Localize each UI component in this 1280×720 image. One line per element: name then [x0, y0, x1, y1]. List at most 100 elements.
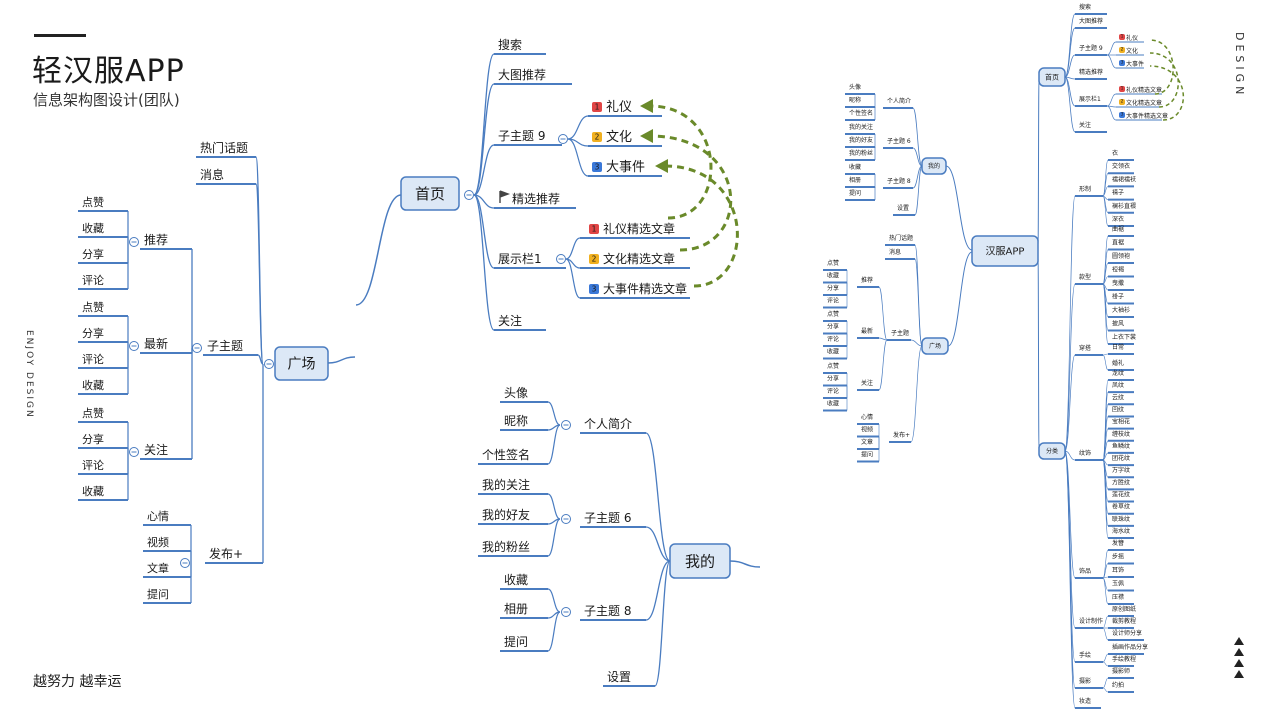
plaza-sub-topic: 子主题	[207, 339, 243, 353]
overview-sub9-connector	[1106, 41, 1117, 56]
overview-plaza-publish: 发布+	[893, 431, 910, 439]
plaza-top-item-0: 热门话题	[200, 140, 248, 155]
overview-category-leaf-3-7: 团花纹	[1112, 454, 1130, 462]
overview-category-group-connector	[1064, 450, 1076, 629]
dashed-arrow-2-arrowhead	[640, 129, 653, 143]
overview-category-leaf-4-0: 发簪	[1112, 539, 1124, 547]
overview-category-leaf-3-0: 龙纹	[1112, 369, 1124, 377]
overview-category-group-1: 款型	[1079, 273, 1091, 281]
overview-mine-leaf-0-1: 昵称	[849, 96, 861, 104]
home-sub9-badge-0	[592, 102, 602, 112]
overview-plaza-publish-connector	[910, 345, 923, 443]
mine-leaf-connector	[547, 424, 561, 465]
overview-category-leaf-connector	[1102, 563, 1109, 579]
overview-category-leaf-3-2: 云纹	[1112, 393, 1124, 401]
overview-category-leaf-3-8: 万字纹	[1112, 466, 1130, 474]
side-label-left: ENJOY DESIGN	[24, 330, 34, 419]
home-root-box	[400, 176, 460, 211]
plaza-leaf-2-3: 收藏	[82, 484, 104, 498]
overview-dashed-arrow	[1149, 39, 1174, 95]
overview-home-sub9-0: 礼仪	[1126, 34, 1138, 42]
overview-home-show-0: 礼仪精选文章	[1126, 86, 1162, 94]
mine-leaf-1-0: 我的关注	[482, 477, 530, 492]
mine-leaf-1-2: 我的粉丝	[482, 539, 530, 554]
overview-root: 汉服APP	[986, 246, 1025, 258]
home-show-1: 文化精选文章	[603, 251, 675, 266]
overview-category-leaf-connector	[1102, 195, 1109, 227]
overview-category-leaf-1-8: 上衣下裳	[1112, 333, 1136, 341]
overview-home-sub9-badge-0-number: 1	[1121, 34, 1124, 40]
home-show-2: 大事件精选文章	[603, 281, 687, 296]
home-show-badge-1	[589, 254, 599, 264]
plaza-leaf-0-2: 分享	[82, 247, 104, 261]
mine-leaf-connector	[547, 401, 561, 426]
plaza-leaf-1-0: 点赞	[82, 301, 104, 314]
overview-category-leaf-0-0: 衣	[1112, 149, 1118, 157]
mine-leaf-connector	[547, 518, 561, 557]
plaza-publish-item-0: 心情	[147, 510, 169, 523]
home-sub9-badge-1-number: 2	[595, 133, 600, 142]
mine-leaf-connector	[547, 611, 561, 652]
overview-plaza: 广场	[929, 342, 941, 350]
home-connector	[473, 144, 495, 196]
overview-category-group-connector	[1064, 283, 1076, 452]
overview-category-leaf-4-1: 步摇	[1112, 553, 1124, 561]
plaza-top-connector	[255, 183, 264, 365]
overview-category-leaf-1-2: 圆领袍	[1112, 252, 1130, 260]
home-item-5: 关注	[498, 313, 522, 328]
overview-category-leaf-1-1: 直裾	[1112, 239, 1124, 247]
overview-home-show-badge-2-number: 3	[1121, 112, 1124, 118]
overview-category-leaf-5-0: 原创图纸	[1112, 605, 1136, 613]
overview-category-leaf-connector	[1102, 687, 1109, 693]
overview-home-item-4: 展示栏1	[1079, 95, 1101, 103]
mine-leaf-connector	[547, 588, 561, 613]
overview-category-leaf-6-1: 手绘教程	[1112, 655, 1136, 663]
overview-category-leaf-connector	[1102, 627, 1109, 641]
home-show-badge-0-number: 1	[592, 225, 597, 234]
overview-mine-leaf-0-0: 头像	[849, 83, 861, 91]
plaza-leaf-1-1: 分享	[82, 326, 104, 340]
home-root-connector	[355, 194, 402, 306]
overview-category-group-4: 饰品	[1079, 567, 1091, 575]
overview-sub9-connector	[1106, 54, 1117, 69]
overview-category-leaf-1-0: 曲裾	[1112, 225, 1124, 233]
overview-category-leaf-3-6: 鱼鳞纹	[1112, 442, 1130, 450]
home-connector	[473, 194, 495, 331]
overview-category-connector	[1037, 251, 1040, 452]
overview-category-leaf-1-5: 褂子	[1112, 293, 1124, 301]
overview-category-leaf-connector	[1102, 459, 1109, 539]
mine-settings-connector	[654, 560, 671, 687]
overview-mine-leaf-2-2: 提问	[849, 189, 861, 197]
mine-group-0: 个人简介	[584, 417, 632, 431]
overview-mine-leaf-1-0: 我的关注	[849, 123, 873, 131]
overview-plaza-leaf-2-3: 收藏	[827, 400, 839, 408]
overview-category-leaf-3-9: 方胜纹	[1112, 478, 1130, 486]
overview-category-group-connector	[1064, 450, 1076, 461]
overview-plaza-publish-item-1: 视频	[861, 426, 873, 434]
home-connector	[473, 83, 495, 196]
overview-category-leaf-connector	[1102, 172, 1109, 197]
overview-category-end-connector	[1064, 450, 1076, 709]
plaza-group-1: 最新	[144, 336, 168, 351]
home-sub9-connector	[567, 115, 589, 140]
home-item-3: 精选推荐	[512, 192, 560, 206]
overview-category-group-connector	[1064, 354, 1076, 452]
page-title: 轻汉服APP	[32, 54, 185, 89]
overview-category-leaf-3-12: 联珠纹	[1112, 515, 1130, 523]
home-sub9-badge-1	[592, 132, 602, 142]
overview-category-leaf-3-3: 回纹	[1112, 405, 1124, 413]
overview-plaza-group-connector	[878, 337, 888, 341]
overview-category-leaf-7-0: 摄影师	[1112, 667, 1130, 675]
mine-leaf-0-1: 昵称	[504, 414, 528, 428]
overview-category-group-0: 形制	[1079, 185, 1091, 193]
overview-mine-group-0: 个人简介	[887, 97, 911, 105]
overview-category-leaf-4-2: 耳饰	[1112, 566, 1124, 574]
triangle-decoration	[1234, 637, 1248, 681]
home-connector	[473, 194, 495, 209]
plaza-leaf-2-2: 评论	[82, 458, 104, 472]
home-sub9-1: 文化	[606, 130, 632, 145]
overview-mine-leaf-1-2: 我的粉丝	[849, 149, 873, 157]
home-sub9-0: 礼仪	[606, 99, 632, 115]
overview-plaza-leaf-0-0: 点赞	[827, 259, 839, 267]
home-connector	[473, 194, 495, 269]
